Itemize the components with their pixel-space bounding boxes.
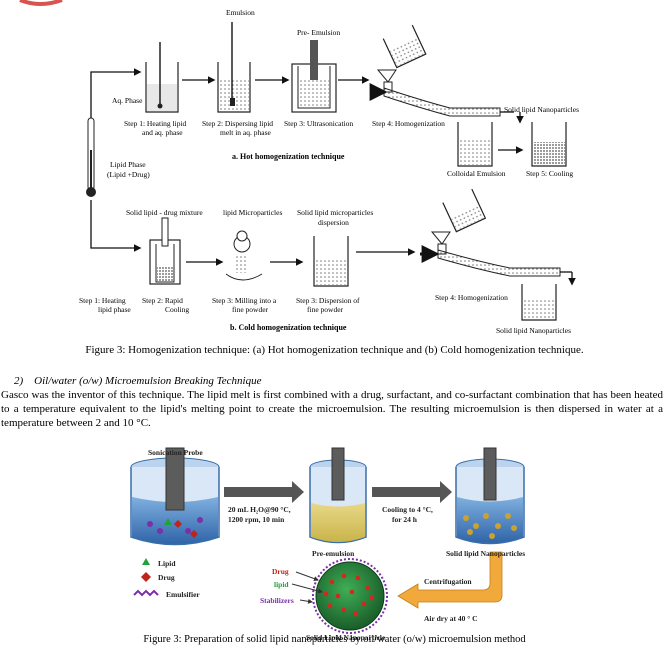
milling-icon <box>225 230 263 281</box>
section-heading: 2) Oil/water (o/w) Microemulsion Breakin… <box>14 375 261 387</box>
hot-step2-b: melt in aq. phase <box>220 128 271 137</box>
beaker-sln-hot <box>531 122 567 167</box>
cold-step3c-a: Step 3: Dispersion of <box>296 296 360 305</box>
nanoparticle-icon <box>312 558 388 634</box>
label-cooling1: Cooling to 4 °C, <box>382 505 433 514</box>
beaker-ultrasonication <box>291 40 337 113</box>
legend-drug: Drug <box>158 573 175 582</box>
hot-step2-a: Step 2: Dispersing lipid <box>202 119 273 128</box>
cold-step1-a: Step 1: Heating <box>79 296 126 305</box>
hot-step1-b: and aq. phase <box>142 128 183 137</box>
label-heating: Heating 90 °C <box>232 476 277 485</box>
homogenization-figure: Emulsion Pre- Emulsion Aq. Phase Lipid P… <box>19 0 579 335</box>
hot-step5: Step 5: Cooling <box>526 169 573 178</box>
beaker-2 <box>309 447 367 544</box>
label-emulsion: Emulsion <box>226 8 255 17</box>
hot-step4: Step 4: Homogenization <box>372 119 445 128</box>
arrow-sonication <box>372 481 452 503</box>
section-title: Oil/water (o/w) Microemulsion Breaking T… <box>34 375 262 387</box>
label-centrifugation: Centrifugation <box>424 577 472 586</box>
label-sln-top: Solid lipid Nanoparticles <box>504 105 579 114</box>
np-label: Solid Lipid Nanoparticle <box>306 633 386 642</box>
label-pre-emulsion: Pre- Emulsion <box>297 28 340 37</box>
sonication-probe-icon <box>165 447 185 511</box>
label-colloidal: Colloidal Emulsion <box>447 169 506 178</box>
label-sln-bottom: Solid lipid Nanoparticles <box>496 326 571 335</box>
beaker-cold-dispersion <box>313 236 349 287</box>
legend-lipid-icon <box>142 558 150 565</box>
caption-figure-2: Figure 3: Preparation of solid lipid nan… <box>143 634 526 645</box>
hot-step3: Step 3: Ultrasonication <box>284 119 353 128</box>
legend-emulsifier-icon <box>133 589 159 597</box>
label-air-dry: Air dry at 40 ° C <box>424 614 477 623</box>
cold-title: b. Cold homogenization technique <box>230 323 347 332</box>
section-number: 2) <box>14 375 24 387</box>
hot-title: a. Hot homogenization technique <box>232 152 345 161</box>
beaker-sln-cold <box>521 284 557 321</box>
hot-path-arrow <box>90 68 142 118</box>
orange-arrow <box>397 551 503 609</box>
cold-path-arrow <box>90 200 142 252</box>
np-stabilizers: Stabilizers <box>260 596 294 605</box>
disp-a: Solid lipid microparticles <box>297 208 373 217</box>
homogenizer-cold <box>420 188 576 286</box>
caption-figure-1: Figure 3: Homogenization technique: (a) … <box>85 344 584 356</box>
cold-step1-b: lipid phase <box>98 305 131 314</box>
cold-step3-b: fine powder <box>232 305 269 314</box>
beaker-3 <box>455 447 525 545</box>
hot-step1-a: Step 1: Heating lipid <box>124 119 187 128</box>
label-cooling2: for 24 h <box>392 515 418 524</box>
label-lipid-drug: (Lipid +Drug) <box>107 170 150 179</box>
np-drug: Drug <box>272 567 289 576</box>
label-pre-emulsion-2: Pre-emulsion <box>312 549 355 558</box>
label-sonication: Sonication 15 min <box>374 476 432 485</box>
cold-step3-a: Step 3: Milling into a <box>212 296 277 305</box>
label-cond2: 1200 rpm, 10 min <box>228 515 285 524</box>
label-lipid-phase: Lipid Phase <box>110 160 146 169</box>
label-cond1: 20 mL H₂O@90 °C, <box>228 505 291 514</box>
beaker-aq-phase <box>145 42 179 113</box>
beaker-emulsion <box>217 22 251 113</box>
cold-step2-b: Cooling <box>165 305 189 314</box>
label-probe: Sonication Probe <box>148 448 203 457</box>
disp-b: dispersion <box>318 218 349 227</box>
legend-emulsifier: Emulsifier <box>166 590 200 599</box>
beaker-colloidal-emulsion <box>457 122 493 167</box>
legend-drug-icon <box>141 572 151 582</box>
homogenizer-hot <box>369 24 524 124</box>
cold-step2-a: Step 2: Rapid <box>142 296 183 305</box>
beaker-1 <box>130 447 220 546</box>
np-lipid: lipid <box>274 580 289 589</box>
logo-fragment <box>19 0 63 6</box>
label-aq-phase: Aq. Phase <box>112 96 143 105</box>
beaker-cold-step2 <box>149 217 181 285</box>
legend-lipid: Lipid <box>158 559 176 568</box>
cold-mix: Solid lipid - drug mixture <box>126 208 203 217</box>
thermometer-icon <box>86 117 96 197</box>
section-body: Gasco was the inventor of this technique… <box>1 389 663 429</box>
beaker-1-contents <box>147 517 203 538</box>
cold-step3c-b: fine powder <box>307 305 344 314</box>
label-sln-2: Solid lipid Nanoparticles <box>446 549 525 558</box>
arrow-heating <box>224 481 304 503</box>
cold-step4: Step 4: Homogenization <box>435 293 508 302</box>
label-lipid-micro: lipid Microparticles <box>223 208 282 217</box>
